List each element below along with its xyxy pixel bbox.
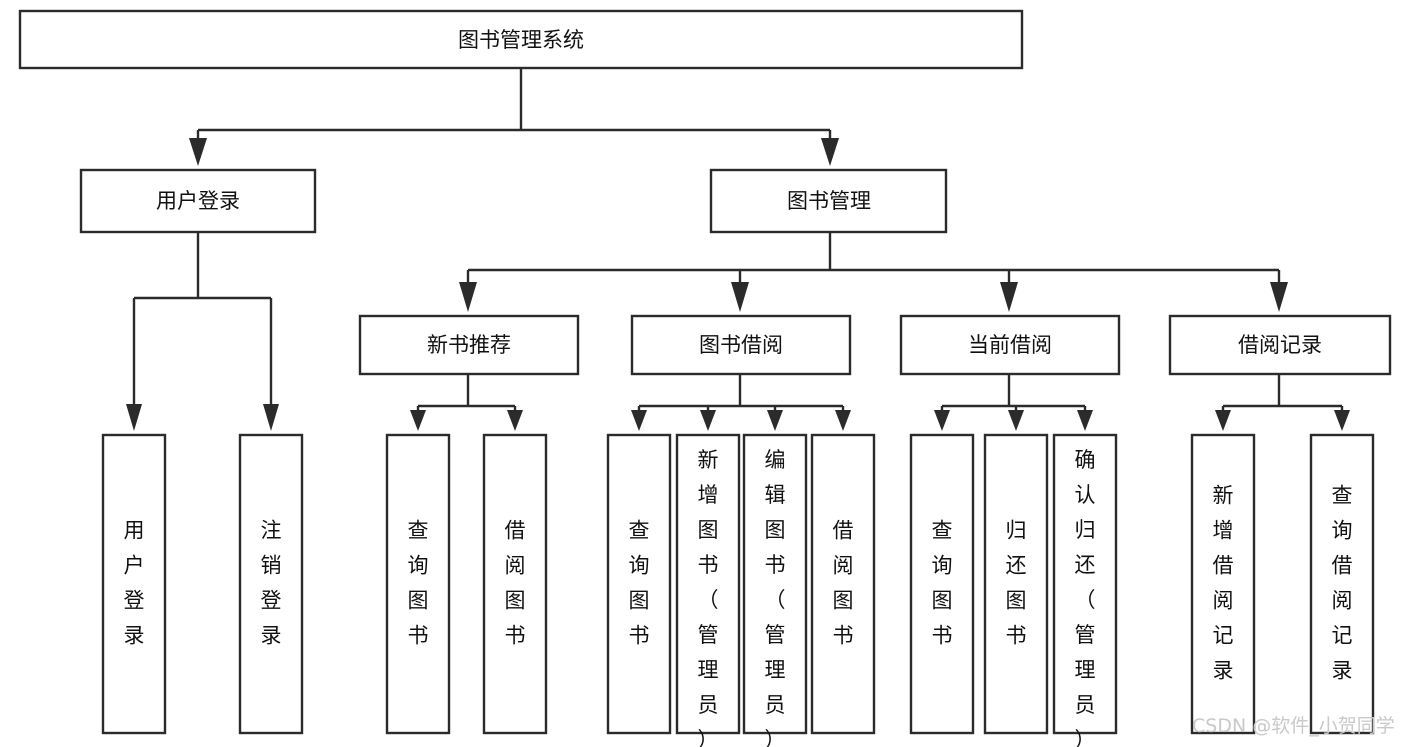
- leaf-node[interactable]: 归还图书: [983, 433, 1049, 735]
- connector-group-record: [1215, 374, 1350, 431]
- leaf-label: 查询图书: [932, 519, 953, 648]
- node-user-login-label: 用户登录: [156, 189, 240, 213]
- arrow-head-borrow-leaf-1: [631, 410, 647, 431]
- connector-group-user-login: [126, 232, 279, 431]
- leaf-box[interactable]: [385, 433, 451, 735]
- leaf-box[interactable]: [810, 433, 876, 735]
- leaf-label: 新增图书（管理员）: [698, 448, 719, 747]
- arrow-head-current-leaf-1: [934, 410, 950, 431]
- node-user-login[interactable]: 用户登录: [79, 168, 317, 234]
- arrow-head-book-manage-to-current: [1000, 282, 1018, 312]
- arrow-head-new-book-leaf-2: [507, 410, 523, 431]
- node-current-borrow-box[interactable]: [899, 314, 1121, 376]
- node-borrow-record-box[interactable]: [1168, 314, 1392, 376]
- arrow-head-borrow-leaf-4: [835, 410, 851, 431]
- leaf-node[interactable]: 新增图书（管理员）: [675, 433, 741, 747]
- node-book-manage-box[interactable]: [709, 168, 948, 234]
- arrow-head-user-login-leaf-2: [263, 404, 279, 431]
- leaf-label: 注销登录: [261, 519, 282, 648]
- node-root-label: 图书管理系统: [458, 28, 584, 52]
- leaf-label: 查询借阅记录: [1332, 484, 1353, 683]
- node-book-manage-label: 图书管理: [787, 189, 871, 213]
- leaf-label: 借阅图书: [833, 519, 854, 648]
- leaf-label: 归还图书: [1006, 519, 1027, 648]
- node-current-borrow-label: 当前借阅: [968, 333, 1052, 357]
- leaf-box[interactable]: [1309, 433, 1375, 735]
- arrow-head-record-leaf-1: [1215, 410, 1231, 431]
- node-current-borrow[interactable]: 当前借阅: [899, 314, 1121, 376]
- leaf-box[interactable]: [101, 433, 167, 735]
- node-new-book-recommend[interactable]: 新书推荐: [358, 314, 580, 376]
- arrow-head-book-manage-to-record: [1270, 282, 1288, 312]
- node-root[interactable]: 图书管理系统: [18, 9, 1024, 70]
- leaf-label: 确认归还（管理员）: [1075, 448, 1096, 747]
- node-book-borrow[interactable]: 图书借阅: [630, 314, 852, 376]
- leaf-node[interactable]: 查询图书: [606, 433, 672, 735]
- node-book-borrow-box[interactable]: [630, 314, 852, 376]
- leaf-node[interactable]: 确认归还（管理员）: [1052, 433, 1118, 747]
- leaf-box[interactable]: [1052, 433, 1118, 735]
- node-book-borrow-label: 图书借阅: [699, 333, 783, 357]
- connector-group-borrow: [631, 374, 851, 431]
- leaf-box[interactable]: [742, 433, 808, 735]
- leaf-node[interactable]: 用户登录: [101, 433, 167, 735]
- connector-group-book-manage: [459, 232, 1288, 312]
- arrow-head-current-leaf-2: [1008, 410, 1024, 431]
- leaf-node[interactable]: 查询图书: [385, 433, 451, 735]
- arrow-head-book-manage-to-borrow: [731, 282, 749, 312]
- arrow-head-borrow-leaf-3: [767, 410, 783, 431]
- leaf-label: 用户登录: [124, 519, 145, 648]
- node-new-book-recommend-box[interactable]: [358, 314, 580, 376]
- leaf-label: 查询图书: [629, 519, 650, 648]
- arrow-head-root-to-user-login: [189, 138, 207, 166]
- arrow-head-root-to-book-manage: [821, 138, 839, 166]
- leaf-box[interactable]: [909, 433, 975, 735]
- leaf-label: 借阅图书: [505, 519, 526, 648]
- node-borrow-record[interactable]: 借阅记录: [1168, 314, 1392, 376]
- leaf-node[interactable]: 新增借阅记录: [1190, 433, 1256, 735]
- csdn-watermark: CSDN @软件_小贺同学: [1192, 715, 1395, 737]
- node-root-box[interactable]: [18, 9, 1024, 70]
- connector-group-new-book: [410, 374, 523, 431]
- leaf-box[interactable]: [606, 433, 672, 735]
- leaf-box[interactable]: [983, 433, 1049, 735]
- leaf-box[interactable]: [1190, 433, 1256, 735]
- connector-group-current: [934, 374, 1093, 431]
- arrow-head-book-manage-to-new-book: [459, 282, 477, 312]
- leaf-box[interactable]: [482, 433, 548, 735]
- arrow-head-borrow-leaf-2: [700, 410, 716, 431]
- leaf-node[interactable]: 编辑图书（管理员）: [742, 433, 808, 747]
- leaf-box[interactable]: [675, 433, 741, 735]
- leaf-node[interactable]: 注销登录: [238, 433, 304, 735]
- leaf-node[interactable]: 借阅图书: [482, 433, 548, 735]
- node-user-login-box[interactable]: [79, 168, 317, 234]
- leaf-label: 新增借阅记录: [1213, 484, 1234, 683]
- arrow-head-new-book-leaf-1: [410, 410, 426, 431]
- node-book-manage[interactable]: 图书管理: [709, 168, 948, 234]
- leaf-node[interactable]: 借阅图书: [810, 433, 876, 735]
- node-new-book-recommend-label: 新书推荐: [427, 333, 511, 357]
- leaf-label: 查询图书: [408, 519, 429, 648]
- leaf-box[interactable]: [238, 433, 304, 735]
- arrow-head-user-login-leaf-1: [126, 404, 142, 431]
- node-borrow-record-label: 借阅记录: [1238, 333, 1322, 357]
- leaf-node[interactable]: 查询图书: [909, 433, 975, 735]
- leaf-node-group: 用户登录 注销登录 查询图书 借阅图书 查询图书 新增图书（管理员）: [101, 433, 1375, 747]
- arrow-head-record-leaf-2: [1334, 410, 1350, 431]
- arrow-head-current-leaf-3: [1077, 410, 1093, 431]
- connector-group-root: [189, 68, 839, 166]
- leaf-node[interactable]: 查询借阅记录: [1309, 433, 1375, 735]
- leaf-label: 编辑图书（管理员）: [765, 448, 786, 747]
